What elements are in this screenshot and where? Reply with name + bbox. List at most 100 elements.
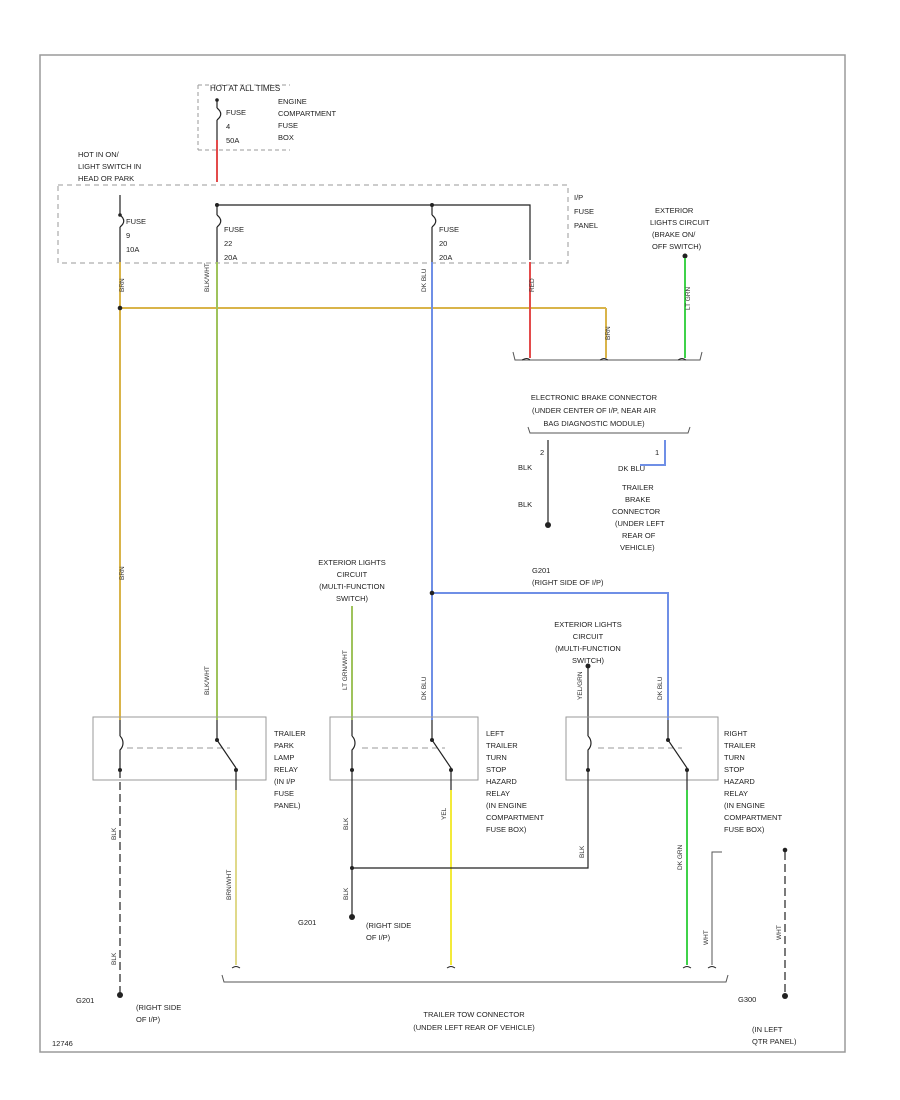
ground-g201-b: G201	[298, 918, 316, 927]
wire-label-left-out: YEL	[441, 807, 448, 820]
trailer-brake-pin-b: 1	[655, 448, 659, 457]
wire-label-gnd-b: BLK	[343, 887, 350, 900]
svg-text:CIRCUIT: CIRCUIT	[337, 570, 368, 579]
diagram-code: 12746	[52, 1039, 73, 1048]
fuse-20-label: FUSE 20 20A	[439, 225, 459, 262]
ip-bus-bar	[217, 204, 531, 260]
svg-text:4: 4	[226, 122, 230, 131]
trailer-brake-label: TRAILER BRAKE CONNECTOR (UNDER LEFT REAR…	[612, 483, 665, 552]
svg-text:HAZARD: HAZARD	[486, 777, 517, 786]
svg-text:TRAILER: TRAILER	[622, 483, 654, 492]
fuse-4-label: FUSE 4 50A	[226, 108, 246, 145]
svg-text:HOT IN ON/: HOT IN ON/	[78, 150, 120, 159]
ground-g201-a-location: (RIGHT SIDE OF I/P)	[136, 1003, 181, 1024]
ip-fuse-panel-outline	[57, 184, 569, 264]
svg-text:TRAILER: TRAILER	[274, 729, 306, 738]
svg-text:RELAY: RELAY	[486, 789, 510, 798]
fuse-4-arc	[216, 107, 222, 121]
svg-text:20: 20	[439, 239, 447, 248]
svg-text:G201: G201	[532, 566, 550, 575]
ground-g300-location: (IN LEFT QTR PANEL)	[752, 1025, 797, 1046]
far-right-white-wire	[711, 851, 722, 965]
svg-text:FUSE BOX): FUSE BOX)	[486, 825, 527, 834]
fuse-9-label: FUSE 9 10A	[126, 217, 146, 254]
svg-text:EXTERIOR LIGHTS: EXTERIOR LIGHTS	[318, 558, 386, 567]
svg-text:RELAY: RELAY	[724, 789, 748, 798]
brake-connector-label: ELECTRONIC BRAKE CONNECTOR (UNDER CENTER…	[531, 393, 658, 428]
svg-text:CIRCUIT: CIRCUIT	[573, 632, 604, 641]
svg-text:FUSE: FUSE	[274, 789, 294, 798]
wire-label-blue-top: DK BLU	[421, 268, 428, 292]
multifunction-left-label: EXTERIOR LIGHTS CIRCUIT (MULTI-FUNCTION …	[318, 558, 386, 603]
ground-g201-a: G201	[76, 996, 94, 1005]
svg-text:(MULTI-FUNCTION: (MULTI-FUNCTION	[555, 644, 621, 653]
svg-text:FUSE: FUSE	[574, 207, 594, 216]
wire-label-green-low: BLK/WHT	[204, 666, 211, 695]
wire-label-park-out: BRN/WHT	[226, 870, 233, 900]
ground-g201-b-location: (RIGHT SIDE OF I/P)	[366, 921, 411, 942]
svg-text:10A: 10A	[126, 245, 139, 254]
svg-text:REAR OF: REAR OF	[622, 531, 656, 540]
wire-label-blue-low: DK BLU	[421, 676, 428, 700]
wire-label-right-out: DK GRN	[677, 844, 684, 870]
svg-text:COMPARTMENT: COMPARTMENT	[278, 109, 336, 118]
wire-label-far-right: WHT	[703, 930, 710, 945]
wire-label-tan-short: BRN	[605, 326, 612, 340]
svg-text:EXTERIOR LIGHTS: EXTERIOR LIGHTS	[554, 620, 622, 629]
svg-text:RIGHT: RIGHT	[724, 729, 748, 738]
svg-text:COMPARTMENT: COMPARTMENT	[486, 813, 544, 822]
svg-text:EXTERIOR: EXTERIOR	[655, 206, 694, 215]
svg-text:TURN: TURN	[724, 753, 745, 762]
wire-label-gnd-a: BLK	[111, 952, 118, 965]
wire-label-tan-top: BRN	[119, 278, 126, 292]
svg-text:22: 22	[224, 239, 232, 248]
svg-text:20A: 20A	[439, 253, 452, 262]
svg-text:FUSE: FUSE	[224, 225, 244, 234]
svg-text:TURN: TURN	[486, 753, 507, 762]
svg-text:(UNDER LEFT REAR OF VEHICLE): (UNDER LEFT REAR OF VEHICLE)	[413, 1023, 535, 1032]
svg-text:LEFT: LEFT	[486, 729, 505, 738]
wire-label-mf-right: YEL/GRN	[577, 671, 584, 700]
hot-in-on-label: HOT IN ON/ LIGHT SWITCH IN HEAD OR PARK	[78, 150, 141, 183]
svg-text:(IN ENGINE: (IN ENGINE	[486, 801, 527, 810]
wire-label-gnd-c: WHT	[776, 925, 783, 940]
trailer-brake-blue-wire	[640, 440, 666, 466]
wire-label-brake-blk-a: BLK	[518, 463, 532, 472]
svg-text:CONNECTOR: CONNECTOR	[612, 507, 661, 516]
right-ground-to-left	[352, 770, 589, 869]
wire-label-red-top: RED	[529, 278, 536, 292]
blue-wire-right-branch	[432, 592, 669, 720]
wire-label-brake-blk-b: BLK	[518, 500, 532, 509]
svg-text:FUSE: FUSE	[278, 121, 298, 130]
svg-text:TRAILER TOW CONNECTOR: TRAILER TOW CONNECTOR	[423, 1010, 525, 1019]
right-relay-label: RIGHT TRAILER TURN STOP HAZARD RELAY (IN…	[724, 729, 782, 834]
svg-text:ENGINE: ENGINE	[278, 97, 307, 106]
svg-text:STOP: STOP	[724, 765, 744, 774]
svg-text:BRAKE: BRAKE	[625, 495, 650, 504]
svg-text:VEHICLE): VEHICLE)	[620, 543, 655, 552]
svg-text:TRAILER: TRAILER	[486, 741, 518, 750]
svg-text:FUSE: FUSE	[439, 225, 459, 234]
trailer-brake-bracket	[527, 426, 691, 434]
hot-at-all-times-label: HOT AT ALL TIMES	[210, 84, 280, 93]
brake-switch-label: EXTERIOR LIGHTS CIRCUIT (BRAKE ON/ OFF S…	[650, 206, 710, 251]
svg-text:OFF SWITCH): OFF SWITCH)	[652, 242, 702, 251]
left-trailer-relay-box	[329, 716, 479, 781]
svg-text:LIGHT SWITCH IN: LIGHT SWITCH IN	[78, 162, 141, 171]
svg-text:(IN I/P: (IN I/P	[274, 777, 295, 786]
svg-text:(BRAKE ON/: (BRAKE ON/	[652, 230, 696, 239]
svg-text:20A: 20A	[224, 253, 237, 262]
svg-text:RELAY: RELAY	[274, 765, 298, 774]
svg-text:(RIGHT SIDE: (RIGHT SIDE	[366, 921, 411, 930]
engine-fuse-box-outline	[197, 84, 290, 151]
svg-text:(IN LEFT: (IN LEFT	[752, 1025, 783, 1034]
svg-text:OF I/P): OF I/P)	[136, 1015, 161, 1024]
wire-label-brake-dkblu: DK BLU	[618, 464, 645, 473]
wire-label-right-gnd: BLK	[579, 845, 586, 858]
wire-label-green-top: BLK/WHT	[204, 263, 211, 292]
svg-text:(UNDER CENTER OF I/P, NEAR AIR: (UNDER CENTER OF I/P, NEAR AIR	[532, 406, 657, 415]
wire-label-left-gnd: BLK	[343, 817, 350, 830]
svg-text:ELECTRONIC BRAKE CONNECTOR: ELECTRONIC BRAKE CONNECTOR	[531, 393, 658, 402]
svg-text:PARK: PARK	[274, 741, 294, 750]
